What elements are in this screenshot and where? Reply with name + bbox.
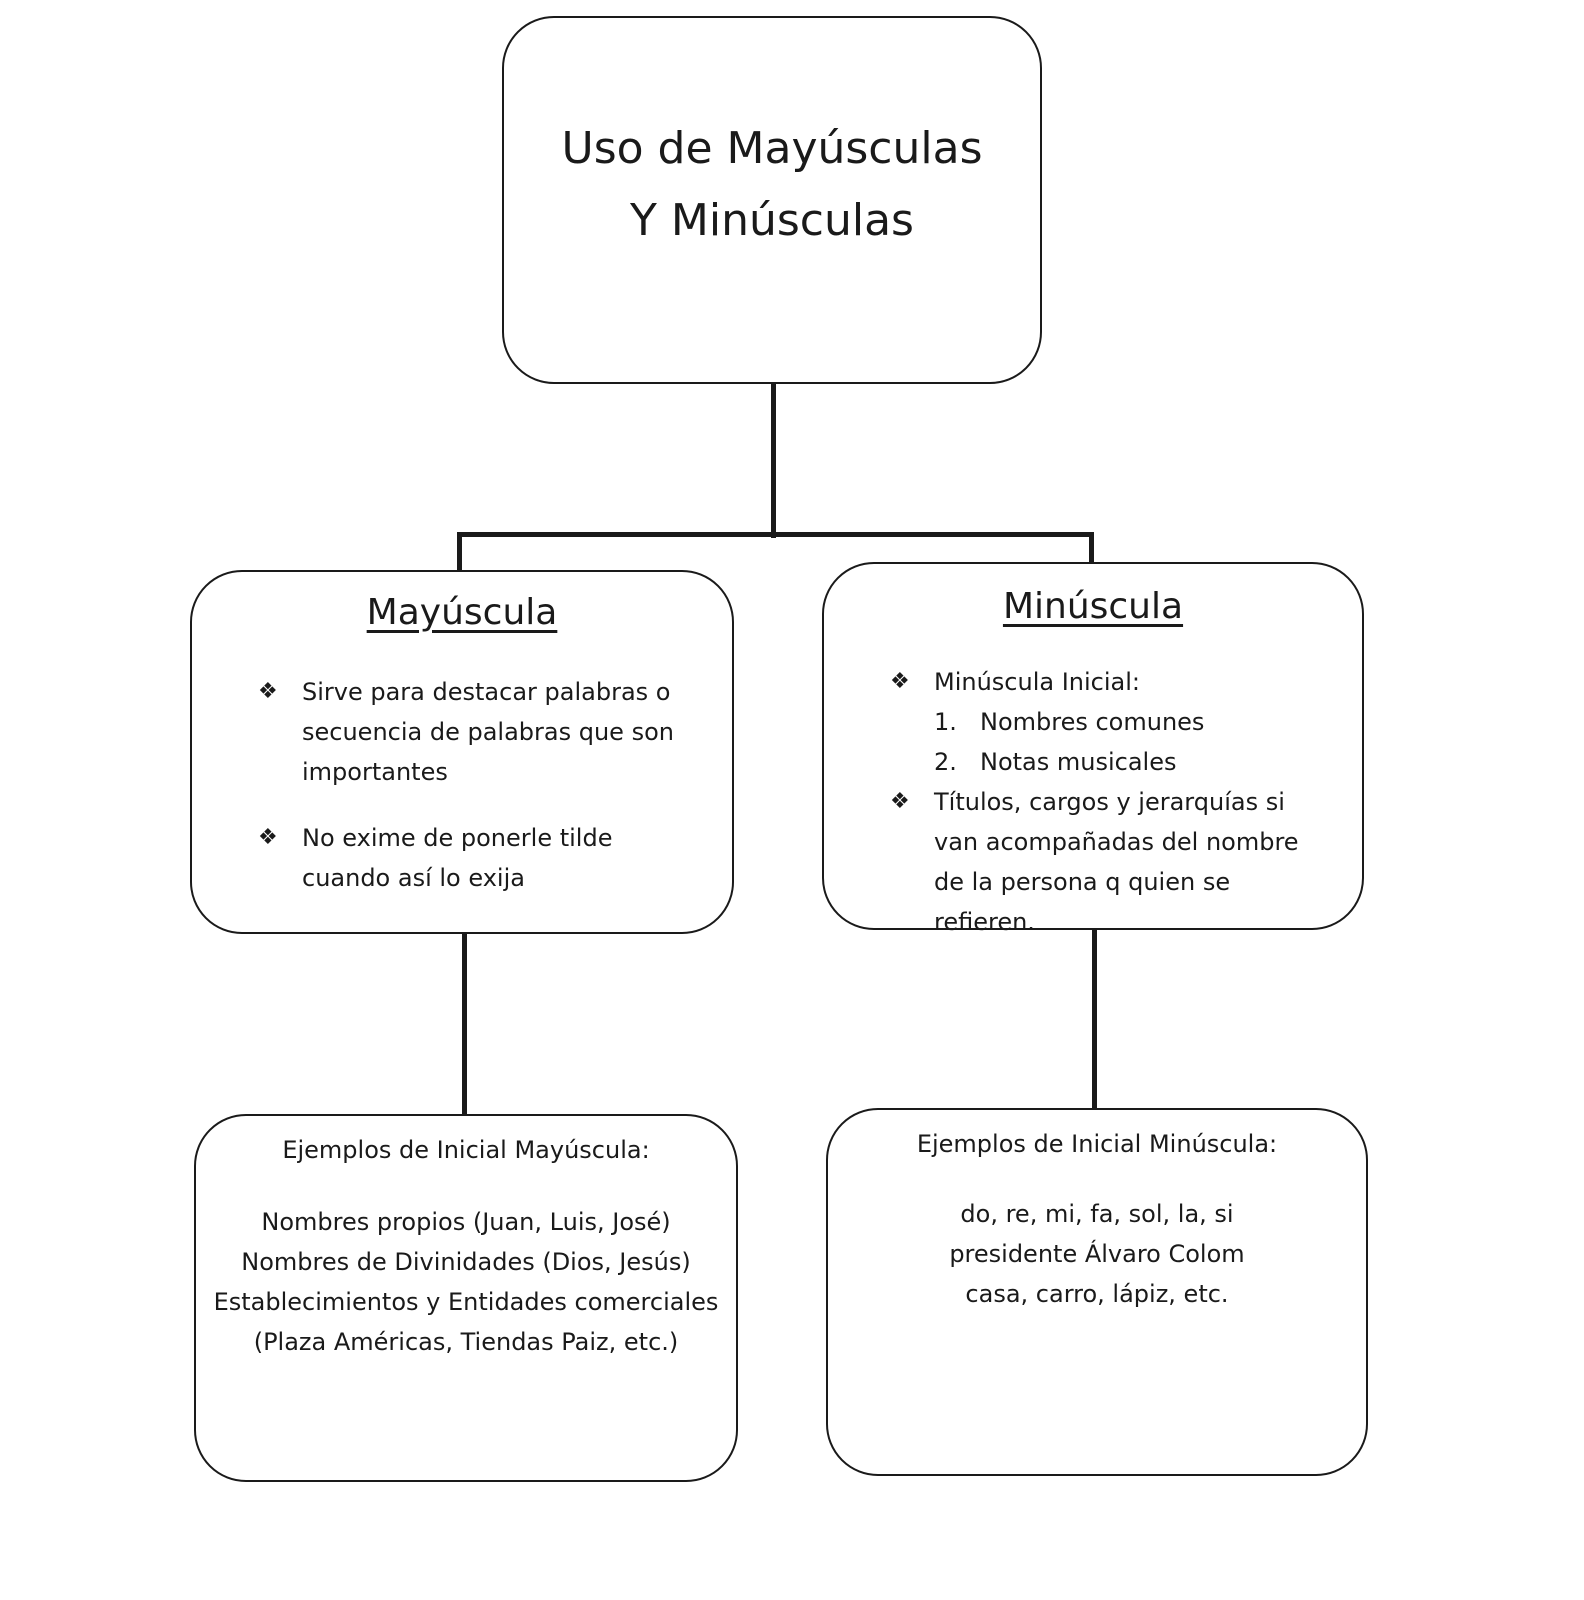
diamond-bullet-icon: ❖ <box>258 825 278 850</box>
mayuscula-node: Mayúscula ❖ Sirve para destacar palabras… <box>190 570 734 934</box>
mayuscula-bullet-2: ❖ No exime de ponerle tilde cuando así l… <box>258 818 698 898</box>
minuscula-bullet-2-text: Títulos, cargos y jerarquías si van acom… <box>934 788 1299 936</box>
ejemplos-minuscula-list: do, re, mi, fa, sol, la, si presidente Á… <box>828 1194 1366 1314</box>
minuscula-numbered-list: 1. Nombres comunes 2. Notas musicales <box>934 702 1204 782</box>
root-title: Uso de Mayúsculas Y Minúsculas <box>504 113 1040 257</box>
root-node: Uso de Mayúsculas Y Minúsculas <box>502 16 1042 384</box>
list-item-text: Nombres comunes <box>980 708 1205 736</box>
diamond-bullet-icon: ❖ <box>258 679 278 704</box>
ejemplos-mayuscula-heading: Ejemplos de Inicial Mayúscula: <box>282 1136 650 1164</box>
list-item: 2. Notas musicales <box>934 742 1204 782</box>
example-line: (Plaza Américas, Tiendas Paiz, etc.) <box>253 1328 679 1356</box>
connector-left-drop <box>457 532 462 572</box>
mayuscula-bullet-1-text: Sirve para destacar palabras o secuencia… <box>302 678 674 786</box>
root-title-line1: Uso de Mayúsculas <box>561 123 983 174</box>
example-line: Nombres de Divinidades (Dios, Jesús) <box>241 1248 691 1276</box>
ejemplos-mayuscula-node: Ejemplos de Inicial Mayúscula: Nombres p… <box>194 1114 738 1482</box>
mayuscula-heading: Mayúscula <box>366 592 558 633</box>
example-line: Nombres propios (Juan, Luis, José) <box>261 1208 671 1236</box>
mayuscula-bullet-1: ❖ Sirve para destacar palabras o secuenc… <box>258 672 698 792</box>
ejemplos-minuscula-heading: Ejemplos de Inicial Minúscula: <box>916 1130 1278 1158</box>
connector-horizontal <box>457 532 1094 537</box>
example-line: Establecimientos y Entidades comerciales <box>213 1288 719 1316</box>
example-line: do, re, mi, fa, sol, la, si <box>960 1200 1234 1228</box>
connector-mayuscula-down <box>462 932 467 1116</box>
minuscula-node: Minúscula ❖ Minúscula Inicial: 1. Nombres… <box>822 562 1364 936</box>
list-number: 2. <box>934 748 957 776</box>
example-line: casa, carro, lápiz, etc. <box>965 1280 1229 1308</box>
minuscula-heading: Minúscula <box>1002 586 1184 627</box>
mayuscula-bullet-2-text: No exime de ponerle tilde cuando así lo … <box>302 824 613 892</box>
list-number: 1. <box>934 708 957 736</box>
root-title-line2: Y Minúsculas <box>630 195 914 246</box>
diamond-bullet-icon: ❖ <box>890 669 910 694</box>
connector-minuscula-down <box>1092 928 1097 1110</box>
diamond-bullet-icon: ❖ <box>890 789 910 814</box>
minuscula-bullet-2: ❖ Títulos, cargos y jerarquías si van ac… <box>890 782 1336 942</box>
minuscula-bullet-1: ❖ Minúscula Inicial: <box>890 662 1330 702</box>
list-item: 1. Nombres comunes <box>934 702 1204 742</box>
connector-root-down <box>771 382 776 538</box>
ejemplos-minuscula-node: Ejemplos de Inicial Minúscula: do, re, m… <box>826 1108 1368 1476</box>
connector-right-drop <box>1089 532 1094 564</box>
example-line: presidente Álvaro Colom <box>949 1240 1245 1268</box>
ejemplos-mayuscula-list: Nombres propios (Juan, Luis, José) Nombr… <box>196 1202 736 1362</box>
minuscula-bullet-1-text: Minúscula Inicial: <box>934 668 1140 696</box>
list-item-text: Notas musicales <box>980 748 1177 776</box>
